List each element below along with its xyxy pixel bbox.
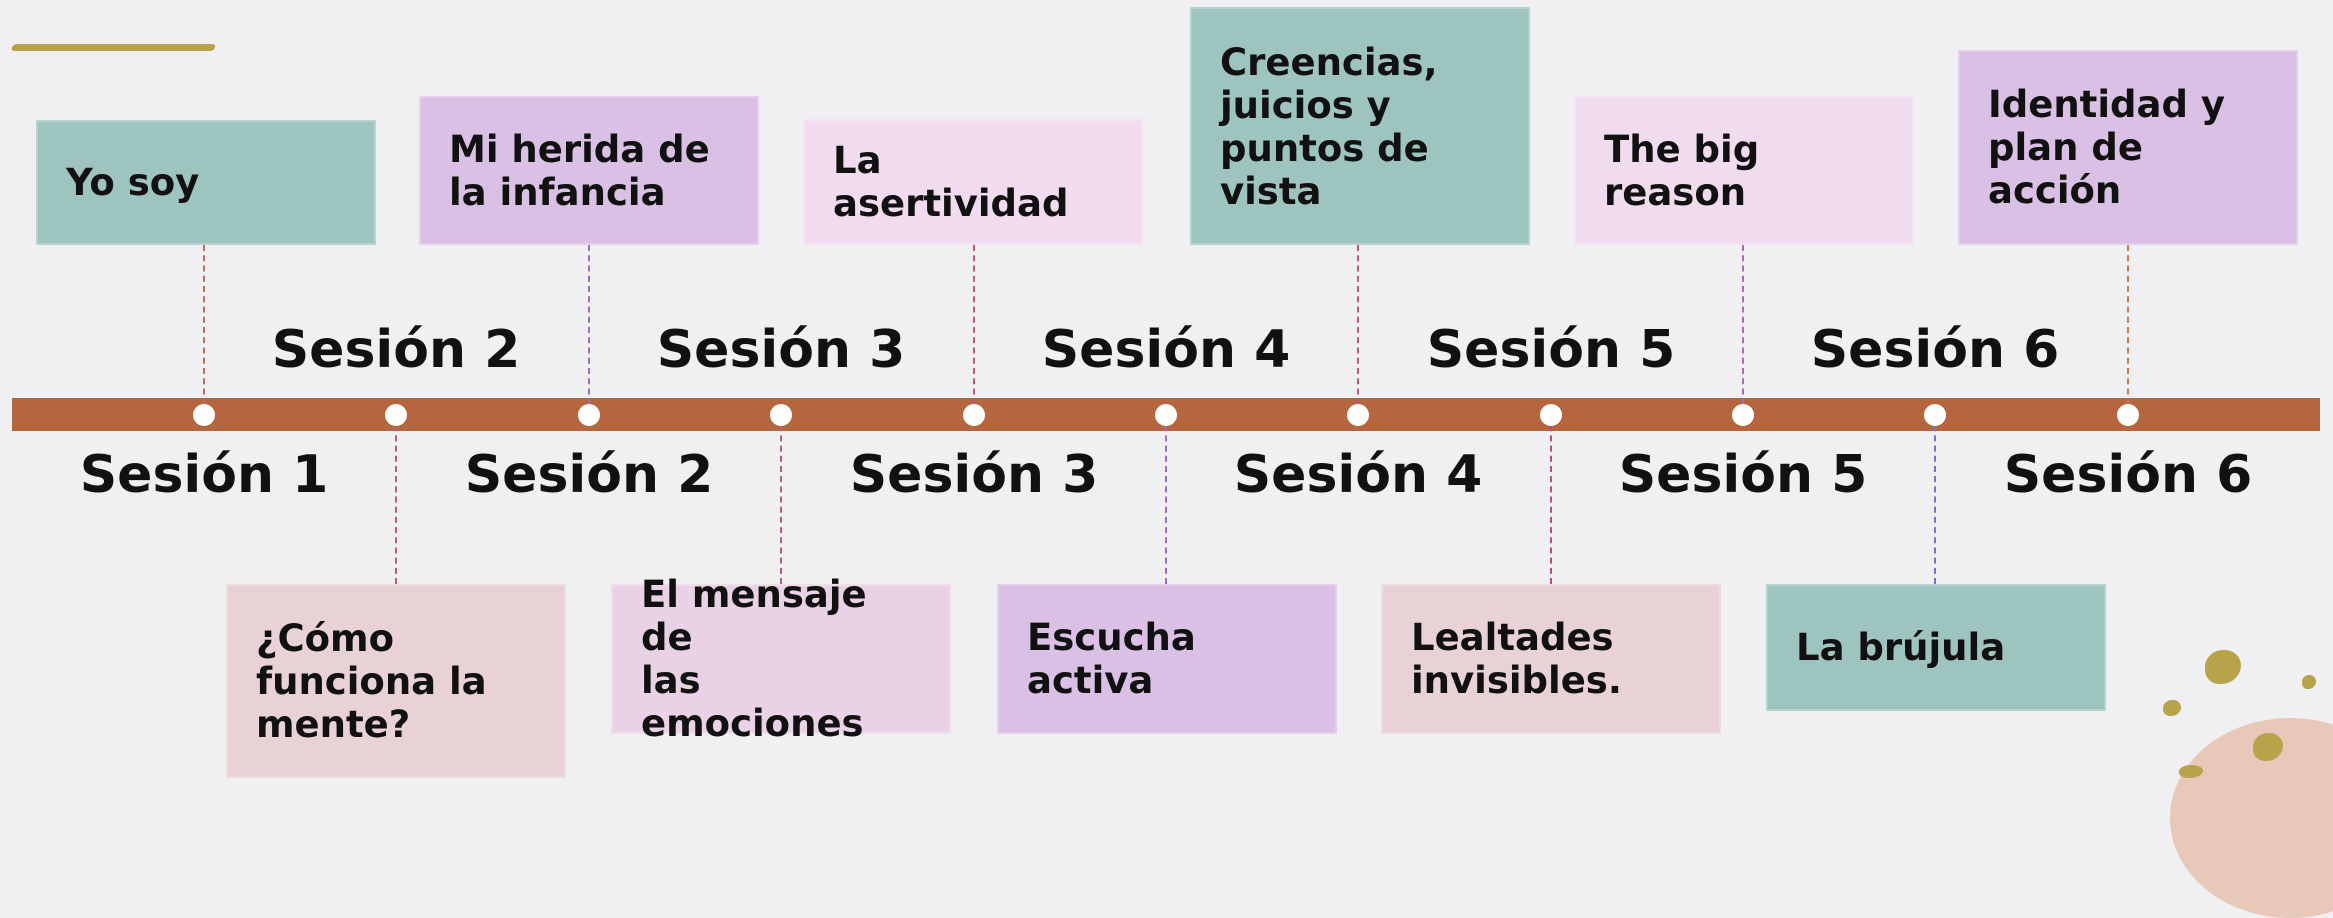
decorative-blob (2205, 650, 2241, 684)
decorative-blob (2253, 733, 2283, 761)
timeline-dot (385, 404, 407, 426)
topic-card-top: Mi herida de la infancia (419, 96, 759, 245)
session-label-lower: Sesión 5 (1618, 445, 1868, 505)
topic-card-bottom: Lealtades invisibles. (1381, 584, 1721, 734)
topic-card-top: Yo soy (36, 120, 376, 245)
decorative-blob (2179, 765, 2203, 778)
topic-card-bottom: El mensaje de las emociones (611, 573, 951, 745)
topic-card-bottom: ¿Cómo funciona la mente? (226, 584, 566, 778)
decorative-arc-shape (2170, 718, 2333, 918)
connector-line (1742, 245, 1744, 415)
session-label-lower: Sesión 1 (79, 445, 329, 505)
session-label-lower: Sesión 2 (464, 445, 714, 505)
timeline-dot (1540, 404, 1562, 426)
topic-card-top: The big reason (1574, 96, 1914, 245)
timeline-dot (1155, 404, 1177, 426)
connector-line (588, 245, 590, 415)
timeline-dot (1732, 404, 1754, 426)
topic-card-bottom: La brújula (1766, 584, 2106, 711)
decorative-accent-line (10, 44, 217, 51)
timeline-dot (578, 404, 600, 426)
topic-card-top: Creencias, juicios y puntos de vista (1190, 7, 1530, 245)
connector-line (780, 415, 782, 584)
session-label-lower: Sesión 6 (2003, 445, 2253, 505)
session-label-upper: Sesión 3 (656, 320, 906, 380)
timeline-dot (770, 404, 792, 426)
decorative-blob (2163, 700, 2181, 716)
session-label-upper: Sesión 6 (1810, 320, 2060, 380)
connector-line (203, 245, 205, 415)
connector-line (1165, 415, 1167, 584)
connector-line (395, 415, 397, 584)
connector-line (1550, 415, 1552, 584)
timeline-dot (963, 404, 985, 426)
timeline-dot (2117, 404, 2139, 426)
connector-line (2127, 245, 2129, 415)
connector-line (1934, 415, 1936, 584)
timeline-dot (1924, 404, 1946, 426)
topic-card-bottom: Escucha activa (997, 584, 1337, 734)
session-label-upper: Sesión 2 (271, 320, 521, 380)
topic-card-top: La asertividad (803, 119, 1143, 245)
session-label-upper: Sesión 5 (1426, 320, 1676, 380)
topic-card-top: Identidad y plan de acción (1958, 50, 2298, 245)
connector-line (973, 245, 975, 415)
connector-line (1357, 245, 1359, 415)
decorative-blob (2302, 675, 2316, 689)
session-label-lower: Sesión 4 (1233, 445, 1483, 505)
timeline-dot (193, 404, 215, 426)
timeline-dot (1347, 404, 1369, 426)
session-label-upper: Sesión 4 (1041, 320, 1291, 380)
session-label-lower: Sesión 3 (849, 445, 1099, 505)
